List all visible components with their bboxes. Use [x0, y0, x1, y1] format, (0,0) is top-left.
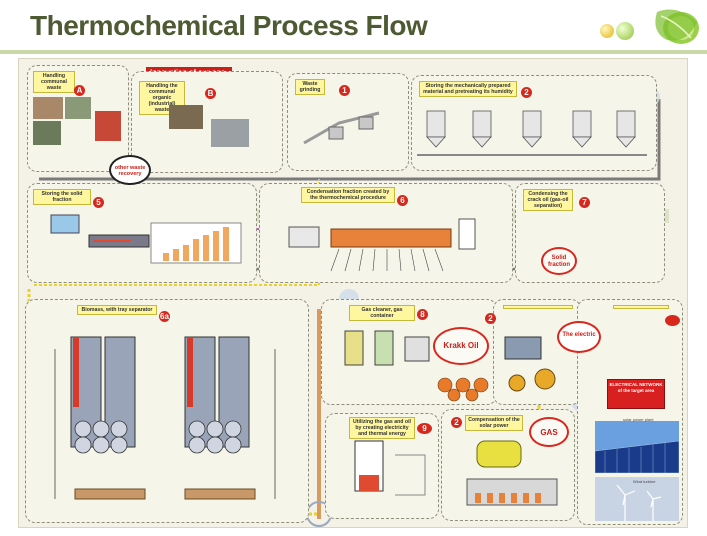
step-7-title: Gas cleaner, gas container [349, 305, 415, 321]
waste-photo [33, 97, 63, 119]
step-6-number: 6a [159, 311, 170, 322]
sorting-machine-image [95, 111, 121, 141]
biomass-separator [354, 440, 426, 496]
grinder-icon [303, 111, 380, 145]
electrical-network-label: ELECTRICAL NETWORK of the target area [607, 379, 665, 409]
wind-turbine-image [595, 477, 679, 521]
step-9a-title [613, 305, 669, 309]
solid-fraction-callout: Solid fraction [541, 247, 577, 275]
step-4-title: Condensation fraction created by the the… [301, 187, 395, 203]
step-6-title: Biomass, with tray separator [77, 305, 157, 315]
storage-silos [417, 110, 647, 156]
thermal-prep-unit [50, 214, 242, 264]
step-7-number: 8 [417, 309, 428, 320]
step-3-title: Storing the solid fraction [33, 189, 91, 205]
green-dot-icon [616, 22, 634, 40]
other-waste-callout: other waste recovery [109, 155, 151, 185]
organic-waste-photo [169, 105, 203, 129]
gas-callout: GAS [529, 417, 569, 447]
step-b-number: B [205, 88, 216, 99]
step-8-number: 2 [451, 417, 462, 428]
step-b-title: Handling the communal organic (industria… [139, 81, 185, 115]
step-9-title [503, 305, 573, 309]
krakk-oil-callout: Krakk Oil [433, 327, 489, 365]
header-divider [0, 50, 707, 54]
generator-unit [504, 336, 556, 392]
oil-condenser [344, 330, 489, 402]
process-flow-poster: Handling communal waste A Innovation of … [18, 58, 688, 528]
step-3-number: 5 [93, 197, 104, 208]
step-a-number: A [74, 85, 85, 96]
step-8-title: Compensation of the solar power [465, 415, 523, 431]
step-2-number: 2 [521, 87, 532, 98]
electric-callout: The electric [557, 321, 601, 353]
globe-leaf-icon [655, 9, 699, 44]
solar-panel-image [595, 421, 679, 473]
step-9a-number [665, 315, 680, 326]
organic-waste-photo [211, 119, 249, 147]
step-9-number: 2 [485, 313, 496, 324]
step-1-title: Waste grinding [295, 79, 325, 95]
waste-photo [65, 97, 91, 119]
step-6a-title: Utilizing the gas and oil by creating el… [349, 417, 415, 439]
wind-label: Wind turbine [633, 479, 656, 484]
gas-cleaner [466, 440, 558, 506]
waste-photo [33, 121, 61, 145]
yellow-dot-icon [600, 24, 614, 38]
step-1-number: 1 [339, 85, 350, 96]
step-2-title: Storing the mechanically prepared materi… [419, 81, 517, 97]
step-5-number: 7 [579, 197, 590, 208]
reactor-unit [288, 218, 476, 272]
solar-label: solar power plant [623, 417, 654, 422]
step-a-title: Handling communal waste [33, 71, 75, 93]
step-5-title: Condensing the crack oil (gas-oil separa… [523, 189, 573, 211]
condensation-towers [54, 336, 276, 500]
step-4-number: 6 [397, 195, 408, 206]
step-6a-number: 9 [417, 423, 432, 434]
slide-title: Thermochemical Process Flow [30, 10, 428, 41]
